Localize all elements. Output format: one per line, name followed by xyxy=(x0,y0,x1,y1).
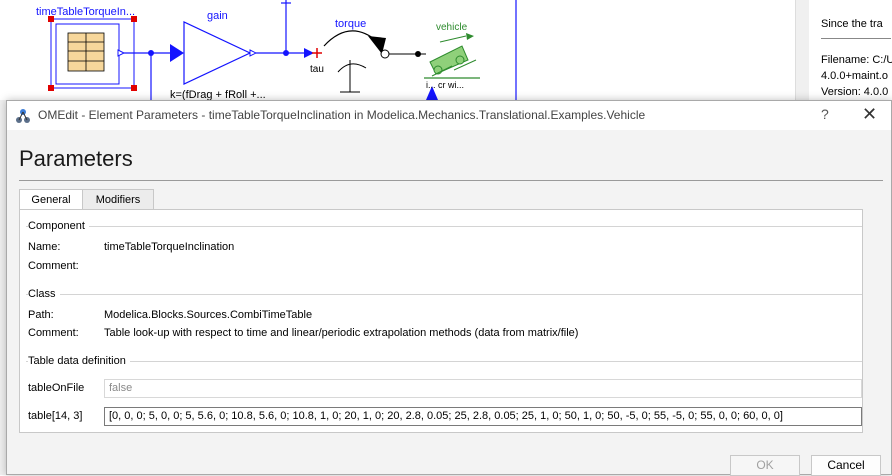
component-comment-label: Comment: xyxy=(28,260,79,272)
class-comment-value: Table look-up with respect to time and l… xyxy=(104,327,579,339)
vehicle-label: vehicle xyxy=(436,22,468,33)
documentation-panel: Since the tra Filename: C:/U 4.0.0+maint… xyxy=(808,0,892,100)
doc-line: 4.0.0+maint.o xyxy=(821,70,888,82)
close-button[interactable]: ✕ xyxy=(862,104,878,124)
doc-divider xyxy=(821,38,891,39)
panel-splitter[interactable] xyxy=(795,0,809,100)
selection-handle xyxy=(48,85,54,91)
left-window-edge xyxy=(0,100,6,475)
torque-label: torque xyxy=(335,18,367,30)
tab-modifiers[interactable]: Modifiers xyxy=(82,189,154,210)
diagram-canvas xyxy=(48,0,517,100)
component-section-title: Component xyxy=(28,220,89,232)
help-button[interactable]: ? xyxy=(821,106,829,122)
tableonfile-label: tableOnFile xyxy=(28,382,85,394)
gain-label: gain xyxy=(207,10,228,22)
page-title: Parameters xyxy=(19,146,133,171)
dialog-titlebar[interactable]: OMEdit - Element Parameters - timeTableT… xyxy=(7,101,891,130)
heading-divider xyxy=(19,180,883,181)
block-name-label: timeTableTorqueIn... xyxy=(36,6,136,18)
ok-button[interactable]: OK xyxy=(730,455,800,476)
selection-handle xyxy=(131,16,137,22)
doc-line: Filename: C:/U xyxy=(821,54,892,66)
table-label: table[14, 3] xyxy=(28,410,83,422)
scrollbar[interactable] xyxy=(863,209,883,431)
doc-line: Since the tra xyxy=(821,18,883,30)
vehicle-icon xyxy=(424,33,480,79)
class-comment-label: Comment: xyxy=(28,327,79,339)
tab-general[interactable]: General xyxy=(19,189,83,211)
table-field[interactable]: [0, 0, 0; 5, 0, 0; 5, 5.6, 0; 10.8, 5.6,… xyxy=(104,407,862,426)
cancel-button[interactable]: Cancel xyxy=(811,455,881,476)
model-diagram[interactable]: timeTableTorqueIn... gain k=(fDrag + fRo… xyxy=(0,0,892,101)
tau-label: tau xyxy=(310,64,324,75)
selection-handle xyxy=(131,85,137,91)
component-name-label: Name: xyxy=(28,241,61,253)
doc-line: Version: 4.0.0 xyxy=(821,86,889,98)
class-path-label: Path: xyxy=(28,309,54,321)
omedit-app-icon xyxy=(16,109,30,123)
component-name-value: timeTableTorqueInclination xyxy=(104,241,235,253)
component-section-border xyxy=(26,226,862,227)
class-path-value: Modelica.Blocks.Sources.CombiTimeTable xyxy=(104,309,313,321)
class-section-border xyxy=(26,294,862,295)
tableonfile-field[interactable]: false xyxy=(104,379,862,398)
torque-source-icon xyxy=(323,30,379,47)
class-section-title: Class xyxy=(28,288,60,300)
dialog-title: OMEdit - Element Parameters - timeTableT… xyxy=(38,108,646,122)
gain-block xyxy=(183,21,252,85)
vehicle-ports-label: i... cr wi... xyxy=(426,80,464,90)
selection-handle xyxy=(48,16,54,22)
table-def-section-title: Table data definition xyxy=(28,355,130,367)
gain-param-label: k=(fDrag + fRoll +... xyxy=(170,89,266,101)
element-parameters-dialog: OMEdit - Element Parameters - timeTableT… xyxy=(6,100,892,476)
table-def-section-border xyxy=(26,361,862,362)
general-tab-panel[interactable]: Component Name: timeTableTorqueInclinati… xyxy=(19,209,863,433)
